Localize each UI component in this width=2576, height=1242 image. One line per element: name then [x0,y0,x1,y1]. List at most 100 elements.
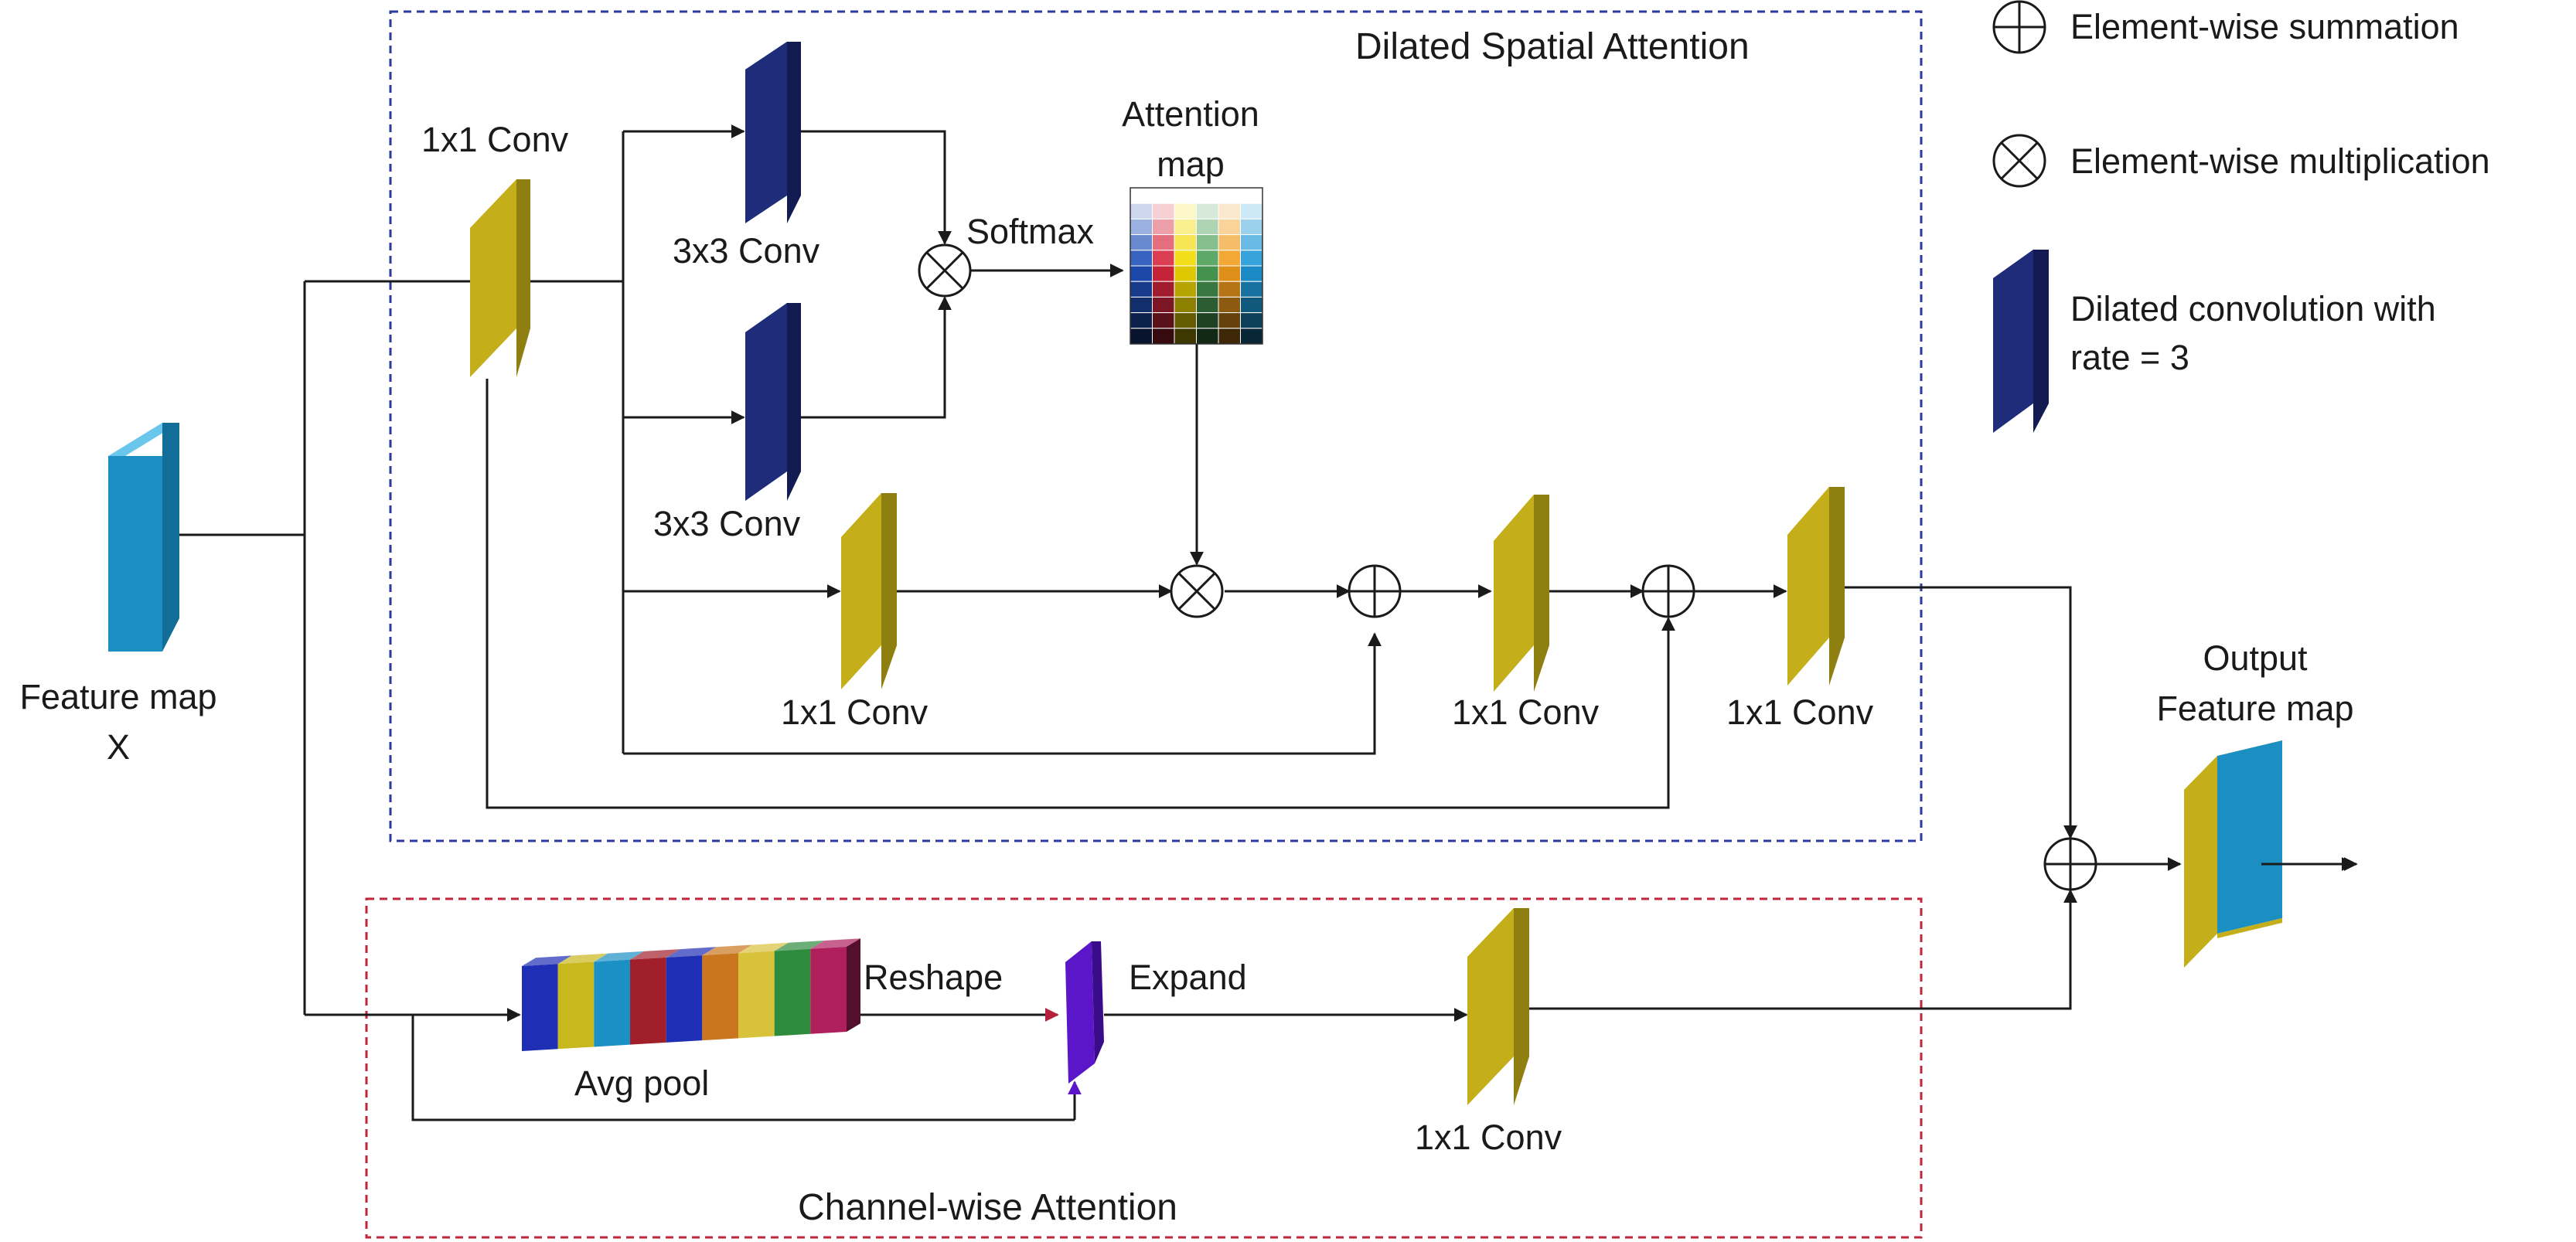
attention-map-frame [1130,187,1263,345]
input-feature-map-label: Feature map [19,677,216,716]
attention-map-cell [1130,234,1153,251]
attention-map-cell [1130,312,1153,329]
reshape-label: Reshape [864,958,1003,997]
avg-pool-slice [810,947,847,1034]
attention-map-cell [1152,187,1175,204]
attention-map-cell [1218,218,1241,236]
conv-1x1-out-block [1787,487,1845,686]
attention-map-cell [1130,265,1153,282]
avg-pool-slice [666,955,703,1043]
attention-map-cell [1152,265,1175,282]
avg-pool-side [847,938,860,1032]
channel-conv-1x1-label: 1x1 Conv [1415,1118,1562,1157]
channel-attention-title: Channel-wise Attention [798,1187,1177,1228]
conv-1x1-value-label: 1x1 Conv [781,692,929,732]
multiply-op-softmax [918,243,972,298]
spatial-attention-box [389,10,1923,842]
attention-map-cell [1152,328,1175,345]
conv-3x3-a-label: 3x3 Conv [673,231,820,271]
conv-1x1-mid-block [1494,495,1549,692]
avg-pool-label: Avg pool [574,1063,709,1103]
attention-map-cell [1240,296,1263,314]
legend [1992,0,2049,433]
attention-map-cell [1130,281,1153,298]
attention-map-cell [1196,281,1219,298]
attention-map-cell [1152,202,1175,219]
attention-map-cell [1218,312,1241,329]
attention-map-cell [1174,312,1197,329]
attention-map-label-l1: Attention [1122,94,1259,134]
avg-pool-slice [738,951,775,1039]
attention-map-cell [1240,328,1263,345]
attention-map-cell [1174,218,1197,236]
attention-map-cell [1218,234,1241,251]
attention-map-grid [1130,187,1263,345]
attention-map-cell [1130,202,1153,219]
sum-op-final [2043,837,2097,891]
attention-map-cell [1130,218,1153,236]
attention-map-cell [1174,328,1197,345]
attention-map-cell [1130,250,1153,267]
avg-pool-slice [630,957,666,1045]
attention-map-cell [1240,265,1263,282]
attention-map-cell [1218,250,1241,267]
multiply-op-value [1170,564,1224,618]
legend-dilated-label-l2: rate = 3 [2070,338,2189,377]
conv-1x1-out-label: 1x1 Conv [1726,692,1874,732]
avg-pool-slice-top [594,951,644,962]
conv-1x1-top-block [470,179,530,377]
attention-map-cell [1130,296,1153,314]
avg-pool-slice-top [666,947,717,958]
attention-map-cell [1196,187,1219,204]
avg-pool-slice-top [810,938,860,949]
attention-map-cell [1196,234,1219,251]
avg-pool-slice-top [702,944,752,956]
avg-pool-slice [557,961,595,1050]
avg-pool-slice-top [630,949,680,960]
softmax-label: Softmax [966,212,1095,251]
attention-map-cell [1152,281,1175,298]
attention-map-cell [1240,187,1263,204]
attention-map-cell [1218,281,1241,298]
avg-pool-slice-top [774,940,825,951]
attention-map-cell [1218,296,1241,314]
attention-map-cell [1152,250,1175,267]
channel-conv-1x1-block [1467,908,1529,1105]
output-feature-map-label-l1: Output [2203,638,2308,678]
attention-map-cell [1152,234,1175,251]
input-feature-map-block [108,423,179,652]
attention-map-cell [1174,281,1197,298]
avg-pool-slice-top [522,955,572,966]
attention-map-cell [1196,312,1219,329]
conv-1x1-mid-label: 1x1 Conv [1452,692,1600,732]
conv-3x3-b-label: 3x3 Conv [653,504,801,543]
attention-map-cell [1240,218,1263,236]
attention-map-cell [1130,328,1153,345]
expand-label: Expand [1129,958,1247,997]
attention-map-cell [1196,218,1219,236]
attention-map-cell [1196,296,1219,314]
avg-pool-slice-top [557,953,608,965]
attention-map-cell [1174,202,1197,219]
avg-pool-block [522,938,860,1051]
avg-pool-slice [594,959,630,1047]
conv-3x3-a-block [745,42,801,223]
attention-map-cell [1174,265,1197,282]
avg-pool-slice [774,948,811,1036]
legend-dilated-label-l1: Dilated convolution with [2070,289,2436,328]
attention-map-cell [1240,234,1263,251]
channel-attention-box [365,897,1923,1239]
attention-map-cell [1196,202,1219,219]
legend-sum-icon [1992,0,2046,54]
avg-pool-slice [522,964,558,1051]
attention-map-cell [1196,328,1219,345]
attention-map-cell [1174,296,1197,314]
attention-map-cell [1218,187,1241,204]
attention-map-cell [1174,234,1197,251]
attention-map-cell [1196,250,1219,267]
attention-map-cell [1240,202,1263,219]
legend-sum-label: Element-wise summation [2070,7,2459,46]
output-feature-map-block [2184,740,2282,968]
sum-op-first [1348,564,1402,618]
